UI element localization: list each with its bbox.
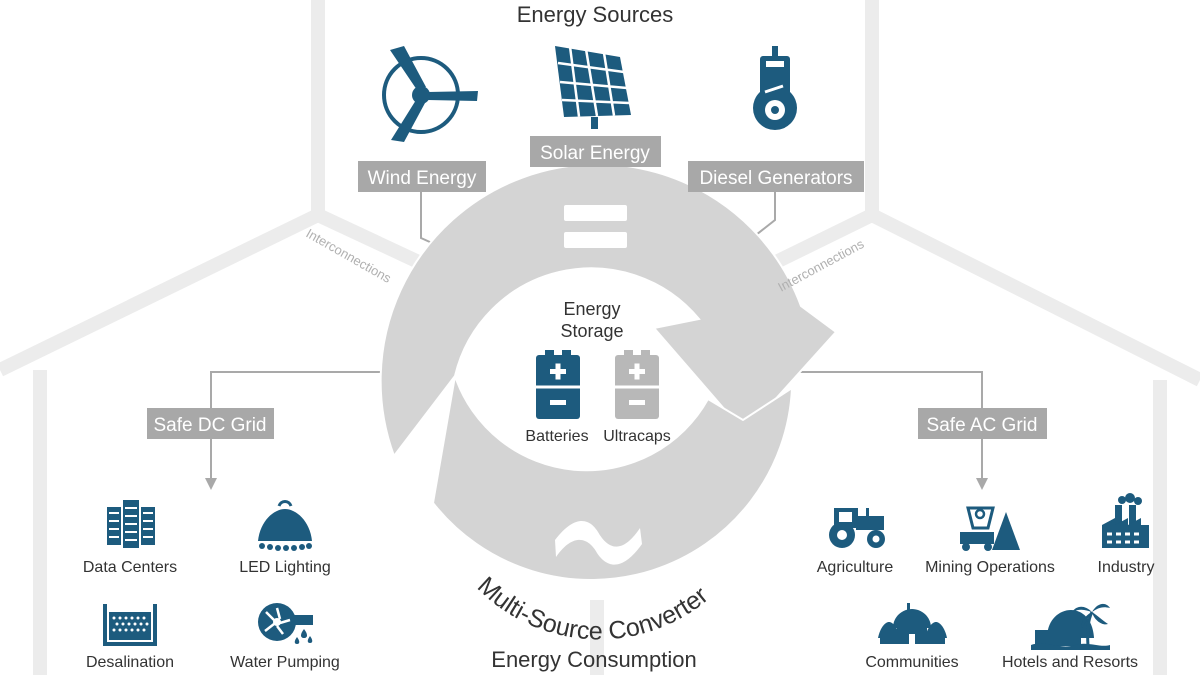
energy-storage-title-line1: Energy bbox=[563, 299, 620, 319]
hotels-resorts-label: Hotels and Resorts bbox=[1002, 654, 1138, 671]
mining-icon bbox=[960, 506, 1020, 551]
energy-storage-title-line2: Storage bbox=[560, 321, 623, 341]
communities-icon bbox=[878, 603, 947, 644]
water-pumping-icon bbox=[258, 603, 313, 644]
batteries-label: Batteries bbox=[525, 428, 588, 445]
desalination-icon bbox=[103, 604, 157, 646]
led-lighting-icon bbox=[258, 500, 312, 551]
safe-dc-grid-label: Safe DC Grid bbox=[147, 408, 274, 439]
safe-dc-grid-text: Safe DC Grid bbox=[154, 415, 267, 436]
factory-icon bbox=[1102, 493, 1149, 548]
desalination-label: Desalination bbox=[86, 654, 174, 671]
mining-operations-label: Mining Operations bbox=[925, 559, 1055, 576]
diesel-generators-label: Diesel Generators bbox=[688, 161, 864, 192]
battery-icon bbox=[536, 350, 580, 419]
solar-panel-icon bbox=[555, 46, 631, 129]
safe-ac-grid-text: Safe AC Grid bbox=[927, 415, 1038, 436]
agriculture-label: Agriculture bbox=[817, 559, 894, 576]
hotels-resorts-icon bbox=[1031, 603, 1110, 650]
industry-label: Industry bbox=[1098, 559, 1155, 576]
arrow-heads bbox=[205, 478, 988, 490]
converter-ring bbox=[379, 163, 838, 581]
led-lighting-label: LED Lighting bbox=[239, 559, 331, 576]
ultracaps-label: Ultracaps bbox=[603, 428, 671, 445]
ac-symbol-wave bbox=[555, 520, 642, 565]
safe-ac-grid-label: Safe AC Grid bbox=[918, 408, 1047, 439]
communities-label: Communities bbox=[865, 654, 958, 671]
dc-symbol-bottom bbox=[564, 232, 627, 248]
converter-arc-upper bbox=[379, 163, 838, 459]
diesel-generator-icon bbox=[753, 46, 797, 130]
dc-symbol-top bbox=[564, 205, 627, 221]
water-pumping-label: Water Pumping bbox=[230, 654, 340, 671]
tractor-icon bbox=[829, 508, 885, 548]
ultracap-icon bbox=[615, 350, 659, 419]
data-centers-icon bbox=[107, 500, 155, 548]
converter-arc-lower bbox=[431, 375, 794, 581]
data-centers-label: Data Centers bbox=[83, 559, 177, 576]
solar-energy-label: Solar Energy bbox=[530, 136, 661, 167]
energy-consumption-title: Energy Consumption bbox=[491, 647, 696, 672]
wind-turbine-icon bbox=[382, 46, 478, 142]
diesel-generators-text: Diesel Generators bbox=[699, 168, 852, 189]
solar-energy-text: Solar Energy bbox=[540, 143, 650, 164]
energy-sources-title: Energy Sources bbox=[517, 2, 674, 27]
wind-energy-label: Wind Energy bbox=[358, 161, 486, 192]
wind-energy-text: Wind Energy bbox=[368, 168, 477, 189]
